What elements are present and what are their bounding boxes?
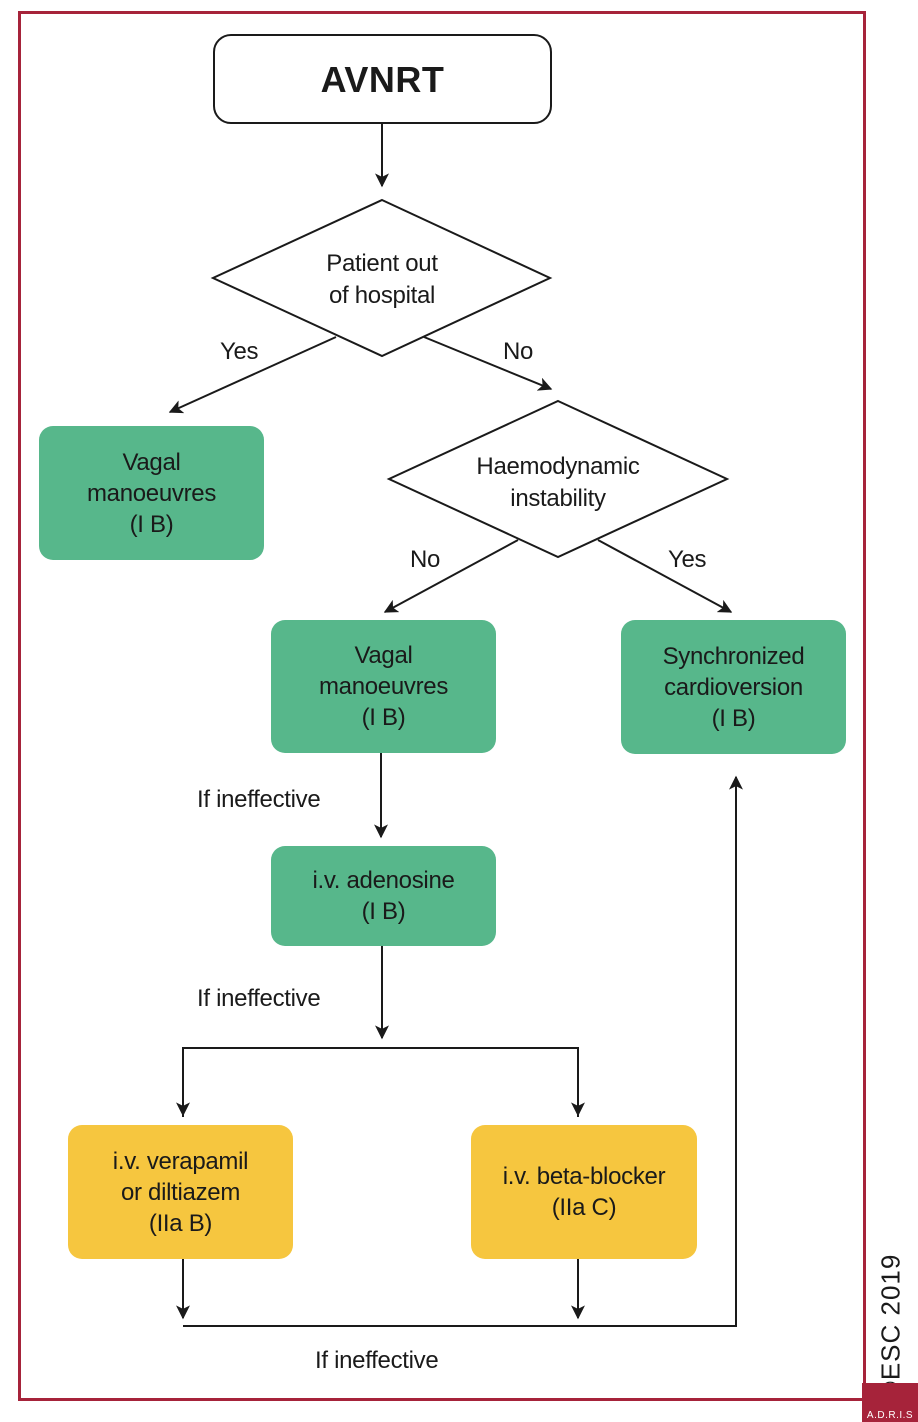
label-yes: Yes <box>668 546 707 573</box>
copyright-notice: ©ESC 2019 <box>866 1254 916 1401</box>
decision-text: Patient out <box>326 250 438 277</box>
edge-out-of-hospital-no <box>423 336 553 391</box>
node-iv-verapamil-diltiazem: i.v. verapamil or diltiazem (IIa B) <box>68 1125 293 1259</box>
edge-haemodynamic-no <box>383 539 519 613</box>
label-if-ineffective: If ineffective <box>315 1347 439 1374</box>
node-text: i.v. adenosine <box>312 867 455 894</box>
label-no: No <box>410 546 441 573</box>
node-text: manoeuvres <box>318 673 449 700</box>
node-text: cardioversion <box>664 673 803 701</box>
logo-text: A.D.R.I.S <box>866 1410 914 1421</box>
node-text: or diltiazem <box>120 1178 241 1206</box>
copyright-text: ©ESC 2019 <box>875 1253 906 1401</box>
recommendation-class: (I B) <box>361 898 406 925</box>
node-text: i.v. verapamil <box>112 1147 249 1175</box>
decision-haemodynamic-instability: Haemodynamic instability <box>448 451 668 515</box>
node-iv-adenosine: i.v. adenosine (I B) <box>271 846 496 946</box>
node-vagal-manoeuvres-in: Vagal manoeuvres (I B) <box>271 620 496 753</box>
recommendation-class: (I B) <box>711 704 756 732</box>
publisher-logo: A.D.R.I.S <box>862 1383 918 1422</box>
node-text: i.v. beta-blocker <box>502 1163 666 1190</box>
edge-out-of-hospital-yes <box>168 336 337 414</box>
start-node-avnrt: AVNRT <box>213 34 552 124</box>
node-text: Vagal <box>122 448 181 476</box>
edge-haemodynamic-yes <box>597 539 733 613</box>
node-synchronized-cardioversion: Synchronized cardioversion (I B) <box>621 620 846 754</box>
diagram-frame <box>18 11 866 1401</box>
decision-text: instability <box>510 485 606 512</box>
node-iv-beta-blocker: i.v. beta-blocker (IIa C) <box>471 1125 697 1259</box>
node-vagal-manoeuvres-out: Vagal manoeuvres (I B) <box>39 426 264 560</box>
decision-out-of-hospital-shape <box>210 198 553 358</box>
start-label: AVNRT <box>320 58 445 100</box>
recommendation-class: (IIa B) <box>148 1209 213 1237</box>
decision-text: Haemodynamic <box>476 453 640 480</box>
recommendation-class: (IIa C) <box>551 1194 617 1221</box>
node-text: Vagal <box>354 642 413 669</box>
node-text: manoeuvres <box>86 479 217 507</box>
decision-text: of hospital <box>328 282 436 309</box>
decision-haemodynamic-shape <box>386 399 730 559</box>
edge-merge-to-cardioversion <box>183 792 737 1327</box>
decision-out-of-hospital: Patient out of hospital <box>282 248 482 312</box>
label-no: No <box>503 338 534 365</box>
edge-split-to-drugs <box>182 1047 579 1117</box>
recommendation-class: (I B) <box>361 704 406 731</box>
label-if-ineffective: If ineffective <box>197 985 321 1012</box>
label-if-ineffective: If ineffective <box>197 786 321 813</box>
recommendation-class: (I B) <box>129 510 174 538</box>
label-yes: Yes <box>220 338 259 365</box>
node-text: Synchronized <box>662 642 805 670</box>
